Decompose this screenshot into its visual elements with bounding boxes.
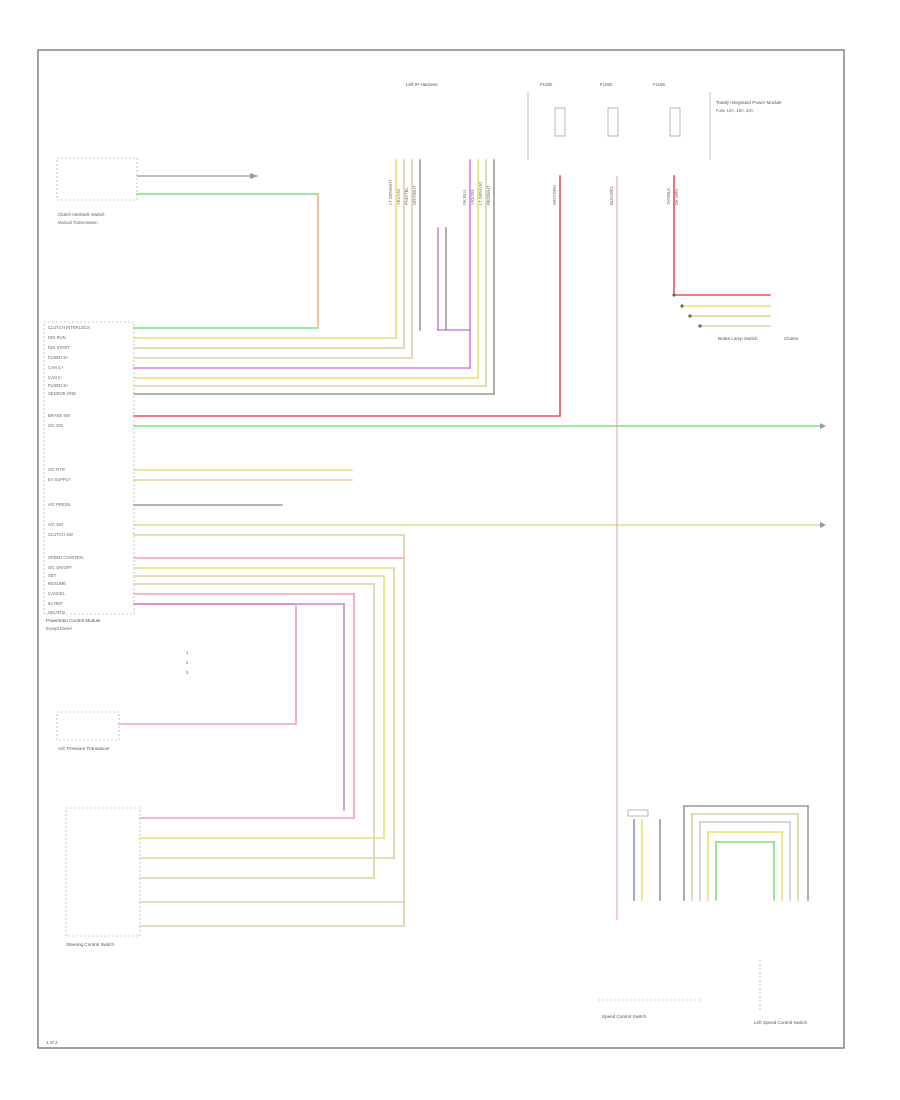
speed-control-label: Speed Control Switch — [602, 1014, 647, 1019]
ac-pressure-label: A/C Pressure Transducer — [58, 746, 110, 751]
ecm-pin-label: CAN C- — [48, 375, 63, 380]
brake-switch-label: Brake Lamp Switch — [718, 336, 758, 341]
fuse-label-3: FUSE — [653, 82, 665, 87]
wire-color-label: TAN/BLK — [666, 188, 671, 205]
wire-color-label: PNK/YEL — [404, 187, 409, 205]
ecm-pin-label: RESUME — [48, 581, 66, 586]
fuse-block-title: Totally Integrated Power Module — [716, 100, 782, 105]
ecm-pin-label: CAN C+ — [48, 365, 64, 370]
ecm-pin-label: A/C SIG — [48, 522, 63, 527]
page-label: 1 of 2 — [46, 1040, 58, 1045]
ac-pressure-transducer: A/C Pressure Transducer — [56, 603, 297, 751]
ecm-pin-label: IGN RUN — [48, 335, 66, 340]
lower-right-switches: Speed Control Switch Left Speed Control … — [598, 805, 809, 1025]
clutch-interlock-switch: Clutch Interlock Switch Manual Transmiss… — [56, 157, 319, 327]
ecm-pin-note-2: 2 — [186, 660, 189, 665]
steering-control-switch: Steering Control Switch — [65, 534, 405, 947]
ecm-block: Powertrain Control Module Except Diesel … — [43, 321, 189, 675]
ecm-pin-label: BRAKE SW — [48, 413, 70, 418]
fuse-label-2: FUSE — [600, 82, 612, 87]
fuse-block-note: Fuse 10A, 15A, 20A — [716, 108, 754, 113]
wire-color-label: VIO/YEL — [470, 188, 475, 205]
wire-color-label: DK GRN — [674, 189, 679, 205]
ecm-pin-label: FUSED B+ — [48, 355, 69, 360]
ecm-pin-label: S/C ON/OFF — [48, 565, 72, 570]
wire-color-label: WHT/GRN — [552, 185, 557, 205]
ecm-pin-label: 5V REF — [48, 601, 63, 606]
cluster-label: Cluster — [784, 336, 799, 341]
fuse-block: FUSE FUSE FUSE Totally Integrated Power … — [527, 82, 782, 160]
ecm-pin-label: SENSOR GND — [48, 391, 76, 396]
top-connector-label: Left IP Harness — [406, 82, 438, 87]
wire-color-label: LT GRN/WHT — [388, 179, 393, 205]
wire-color-label: YEL/VIO — [396, 188, 401, 205]
ecm-pin-label: SIG RTN — [48, 610, 65, 615]
ecm-pin-label: CLUTCH INTERLOCK — [48, 325, 90, 330]
wire-color-label: RED/WHT — [486, 185, 491, 205]
ecm-label: Powertrain Control Module — [46, 618, 101, 623]
ecm-pin-label: SET — [48, 573, 57, 578]
ecm-wires — [133, 327, 823, 605]
ecm-pin-label: CLUTCH SW — [48, 532, 73, 537]
fuse-label-1: FUSE — [540, 82, 552, 87]
clutch-switch-label: Clutch Interlock Switch — [58, 212, 105, 217]
wire-color-label: GRY/WHT — [412, 185, 417, 205]
ecm-pin-label: A/C PRESS — [48, 502, 71, 507]
wire-color-label: BLK/ORG — [609, 186, 614, 205]
wire-color-label: DK BLU — [462, 190, 467, 205]
ecm-pin-note-3: 3 — [186, 670, 189, 675]
ecm-pin-label: FUSED B+ — [48, 383, 69, 388]
ecm-sub-label: Except Diesel — [46, 626, 72, 631]
wire-color-label: LT GRN/VIO — [478, 181, 483, 205]
harness-drops — [395, 159, 495, 395]
ecm-pin-label: IGN START — [48, 345, 70, 350]
ecm-pin-label: S/C SIG — [48, 423, 63, 428]
right-edge-arrows — [820, 423, 826, 528]
diagram-frame — [37, 49, 845, 1049]
left-sc-switch-label: Left Speed Control Switch — [754, 1020, 808, 1025]
ecm-pin-note-1: 1 — [186, 650, 189, 655]
fuse-feeds: Brake Lamp Switch Cluster — [559, 175, 799, 920]
ecm-pin-list: CLUTCH INTERLOCK IGN RUN IGN START FUSED B+… — [48, 325, 90, 615]
ecm-pin-label: S/C RTN — [48, 467, 65, 472]
ecm-pin-label: SPEED CONTROL — [48, 555, 85, 560]
ecm-pin-label: 5V SUPPLY — [48, 477, 71, 482]
steering-switch-label: Steering Control Switch — [66, 942, 114, 947]
clutch-switch-sub: Manual Transmission — [58, 220, 98, 225]
ecm-pin-label: CANCEL — [48, 591, 66, 596]
